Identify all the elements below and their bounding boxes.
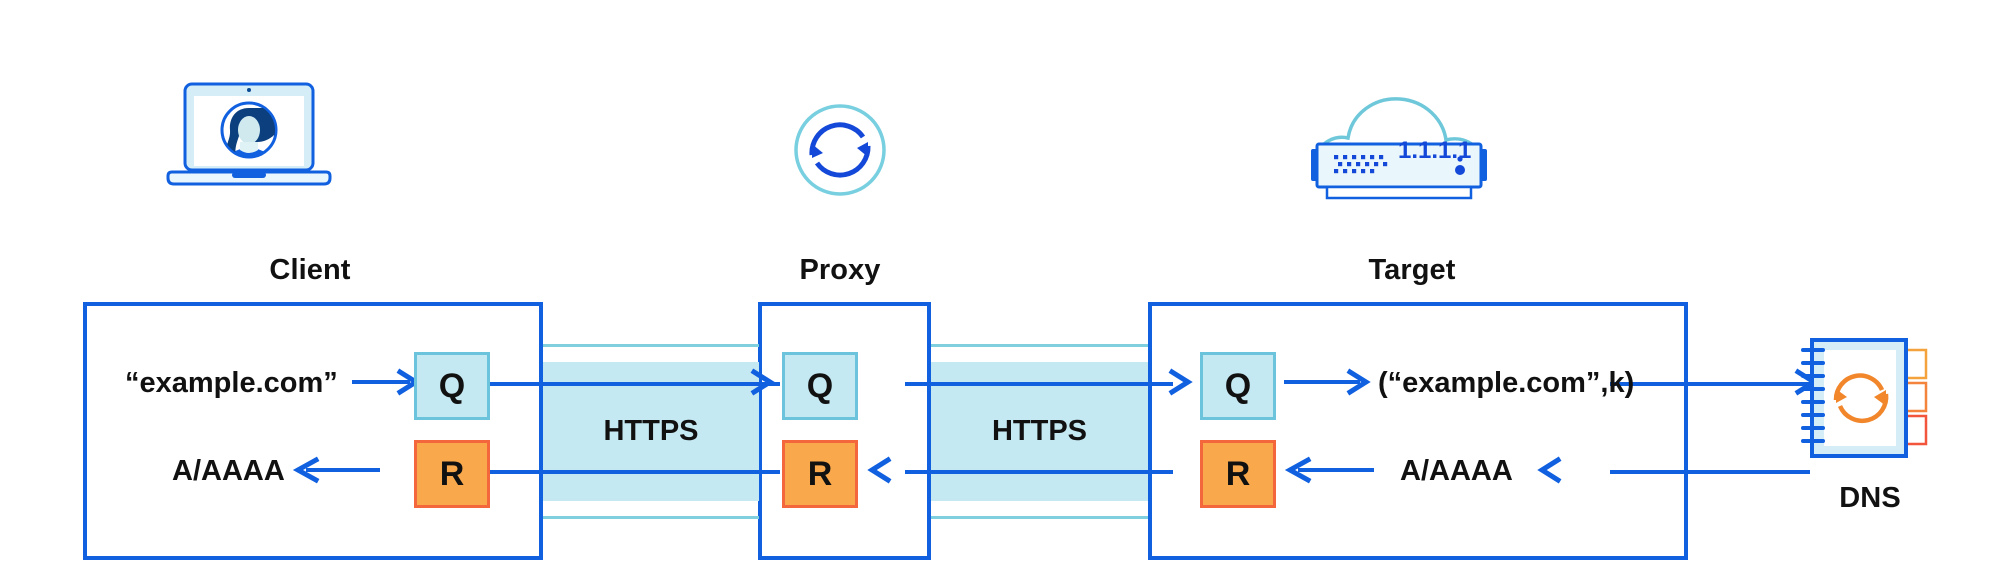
proxy-query-packet: Q xyxy=(782,352,858,420)
client-response-packet: R xyxy=(414,440,490,508)
sync-circle-icon xyxy=(790,100,890,200)
tunnel-proxy-target-top-edge xyxy=(931,344,1148,347)
cloud-server-icon xyxy=(1305,85,1520,205)
node-label-target: Target xyxy=(1368,254,1456,286)
node-label-proxy: Proxy xyxy=(799,254,881,286)
arrow-target-q-to-message xyxy=(1284,368,1374,396)
arrowhead-target-response-in xyxy=(1536,456,1570,484)
arrow-target-message-to-r xyxy=(1284,456,1374,484)
tunnel-label-client-proxy: HTTPS xyxy=(603,415,699,447)
wire-response-dns-to-target xyxy=(1610,470,1810,474)
tunnel-client-proxy-bottom-edge xyxy=(543,516,759,519)
proxy-host-box xyxy=(758,302,931,560)
arrow-client-query-to-q xyxy=(352,368,422,396)
wire-query-client-to-proxy xyxy=(490,382,780,386)
dns-address-book-icon xyxy=(1800,338,1948,470)
arrowhead-proxy-query-in xyxy=(742,368,776,396)
arrow-client-r-to-response xyxy=(290,456,380,484)
laptop-user-icon xyxy=(160,82,340,197)
client-host-box xyxy=(83,302,543,560)
message-target-query: (“example.com”,k) xyxy=(1378,367,1635,399)
message-target-response: A/AAAA xyxy=(1400,455,1513,487)
target-query-packet: Q xyxy=(1200,352,1276,420)
target-ip-label: 1.1.1.1 xyxy=(1398,137,1472,164)
node-label-client: Client xyxy=(269,254,351,286)
wire-response-proxy-to-client xyxy=(490,470,780,474)
tunnel-client-proxy-top-edge xyxy=(543,344,759,347)
wire-query-proxy-to-target xyxy=(905,382,1173,386)
wire-query-target-to-dns xyxy=(1610,382,1810,386)
wire-response-target-to-proxy xyxy=(905,470,1173,474)
proxy-response-packet: R xyxy=(782,440,858,508)
target-host-box xyxy=(1148,302,1688,560)
message-client-response: A/AAAA xyxy=(172,455,285,487)
arrowhead-target-query-in xyxy=(1160,368,1194,396)
node-label-dns: DNS xyxy=(1839,482,1901,514)
arrowhead-proxy-response-in xyxy=(866,456,900,484)
tunnel-label-proxy-target: HTTPS xyxy=(991,415,1088,447)
client-query-packet: Q xyxy=(414,352,490,420)
target-response-packet: R xyxy=(1200,440,1276,508)
tunnel-proxy-target-bottom-edge xyxy=(931,516,1148,519)
message-client-query: “example.com” xyxy=(125,367,338,399)
